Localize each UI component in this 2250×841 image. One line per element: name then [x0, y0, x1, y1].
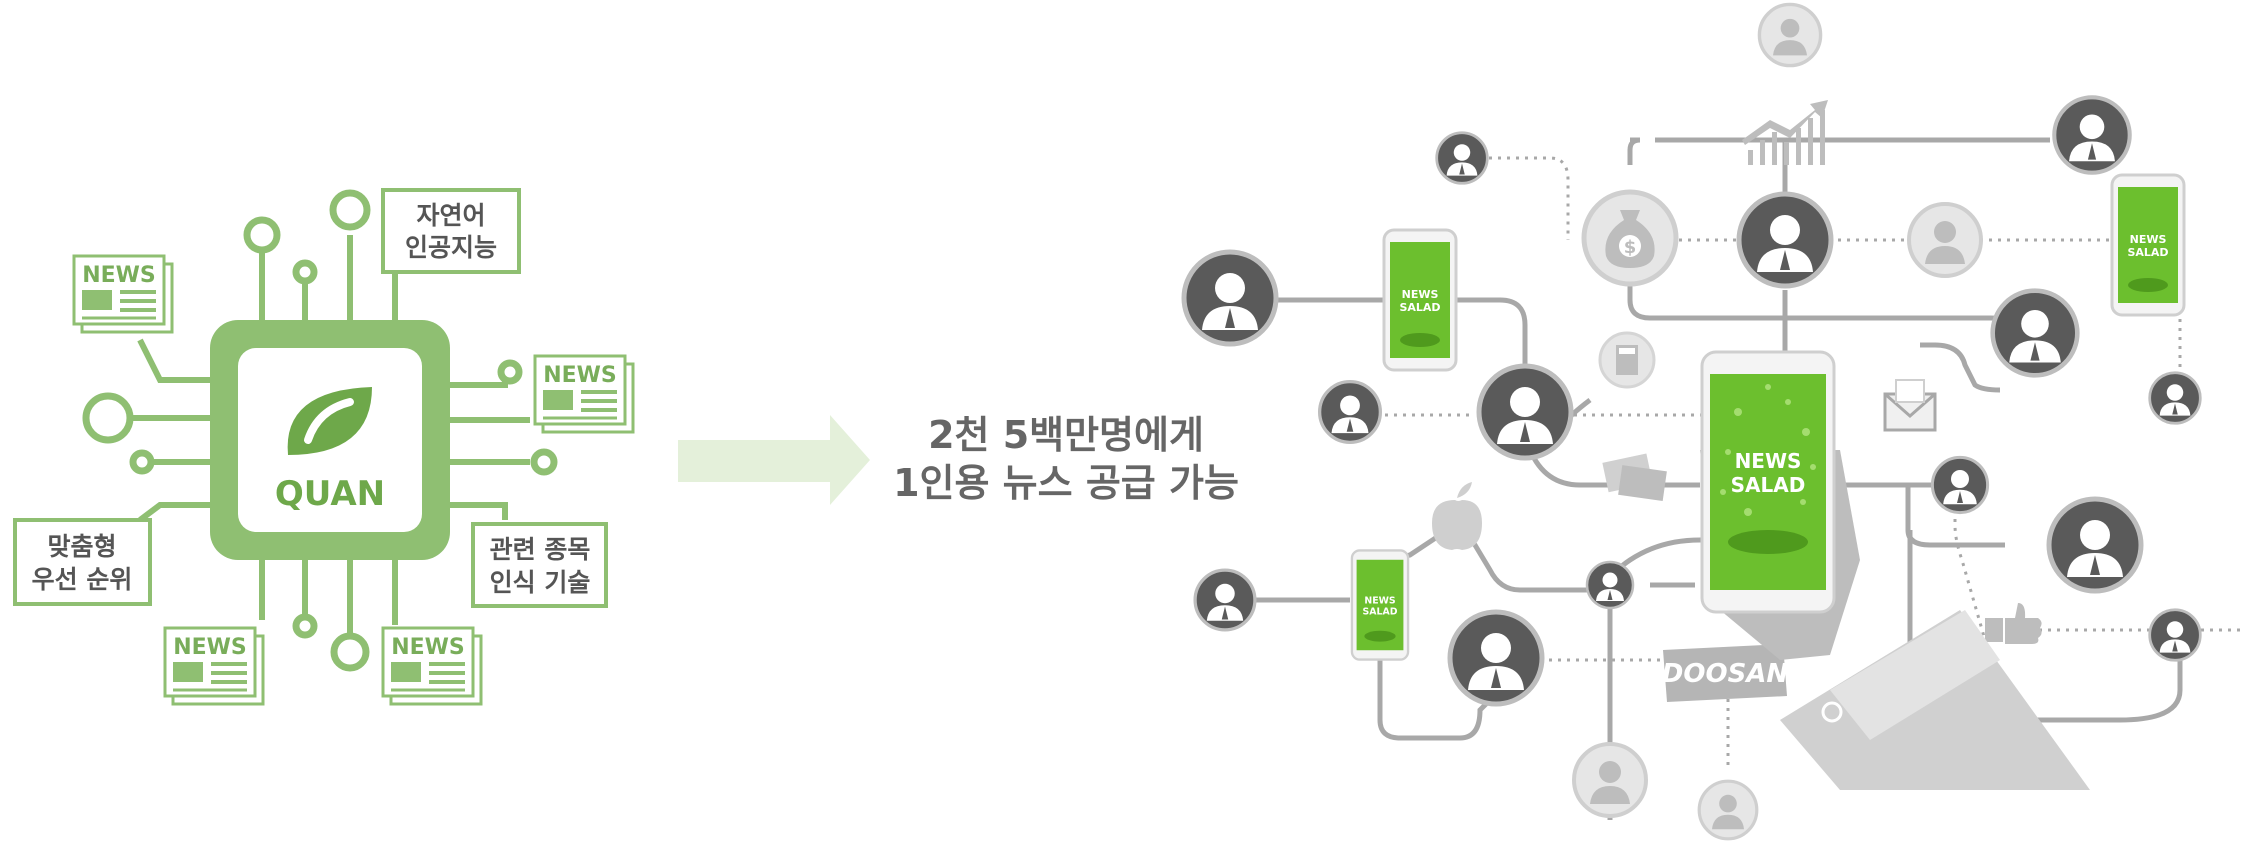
svg-text:SALAD: SALAD [2127, 246, 2168, 259]
newspaper-label: NEWS [391, 635, 465, 660]
growth-chart-icon [1742, 100, 1828, 165]
person-avatar-icon [1993, 291, 2078, 376]
person-avatar-icon [2148, 371, 2202, 425]
main-phone-icon: NEWS SALAD [1700, 350, 1836, 614]
svg-text:SALAD: SALAD [1363, 606, 1398, 617]
person-avatar-icon [1450, 612, 1542, 704]
person-avatar-icon [1572, 742, 1648, 818]
svg-text:NEWS: NEWS [1364, 595, 1396, 606]
label-box-stock-recognition: 관련 종목 인식 기술 [471, 522, 608, 608]
person-avatar-icon [1317, 379, 1383, 445]
person-avatar-icon [2054, 97, 2129, 172]
person-avatar-icon [1184, 252, 1276, 344]
main-phone-brand-top: NEWS [1735, 449, 1802, 473]
leaf-logo-icon [287, 387, 372, 455]
svg-text:인식 기술: 인식 기술 [490, 568, 591, 597]
cards-icon [1602, 453, 1667, 502]
thumbs-up-icon [1985, 603, 2042, 644]
headline-line-2: 1인용 뉴스 공급 가능 [893, 461, 1239, 505]
doosan-sign: DOOSAN [1662, 644, 1789, 702]
circuit-nodes [82, 189, 558, 672]
chip-label: QUAN [275, 474, 385, 514]
svg-text:인공지능: 인공지능 [405, 233, 497, 262]
main-phone-brand-bottom: SALAD [1731, 473, 1806, 497]
newspaper-label: NEWS [543, 363, 617, 388]
svg-text:우선 순위: 우선 순위 [32, 565, 133, 594]
envelope-icon [1883, 379, 1937, 432]
person-avatar-icon [1479, 366, 1571, 458]
svg-text:NEWS: NEWS [1402, 288, 1439, 301]
ai-chip-graphic: QUAN [82, 189, 558, 672]
network-graphic: $ DOOSA [1184, 2, 2240, 841]
newspaper-icon: NEWS [163, 626, 265, 706]
person-avatar-icon [1757, 2, 1823, 68]
newspaper-icon: NEWS [381, 626, 483, 706]
network-dotted-connectors [1385, 156, 2240, 770]
person-avatar-icon [1193, 568, 1257, 632]
newspaper-label: NEWS [173, 635, 247, 660]
person-avatar-icon [1907, 202, 1983, 278]
money-bag-icon: $ [1581, 189, 1679, 287]
person-avatar-icon [1435, 131, 1489, 185]
headline-line-1: 2천 5백만명에게 [928, 413, 1204, 457]
person-avatar-icon [1930, 455, 1990, 515]
newspaper-icon: NEWS [72, 254, 174, 334]
small-phone-icon: NEWS SALAD [2110, 173, 2186, 317]
newspaper-label: NEWS [82, 263, 156, 288]
newspaper-icon: NEWS [533, 354, 635, 434]
person-avatar-icon [2148, 608, 2202, 662]
small-phone-icon: NEWS SALAD [1382, 228, 1458, 372]
svg-text:관련 종목: 관련 종목 [490, 535, 591, 564]
person-avatar-icon [1697, 779, 1759, 841]
calculator-icon [1598, 331, 1656, 389]
circuit-traces [130, 235, 530, 640]
person-avatar-icon [1585, 560, 1635, 610]
doosan-label: DOOSAN [1662, 659, 1789, 689]
label-box-custom-priority: 맞춤형 우선 순위 [13, 518, 152, 606]
svg-text:맞춤형: 맞춤형 [47, 532, 116, 561]
small-phone-icon: NEWS SALAD [1350, 549, 1410, 661]
person-avatar-icon [2049, 499, 2141, 591]
arrow-right-icon [678, 415, 870, 505]
svg-text:SALAD: SALAD [1399, 301, 1440, 314]
label-box-nlp-ai: 자연어 인공지능 [381, 188, 521, 274]
apple-logo-icon [1432, 482, 1482, 550]
money-symbol: $ [1624, 237, 1637, 258]
svg-text:NEWS: NEWS [2130, 233, 2167, 246]
person-avatar-icon [1739, 194, 1831, 286]
svg-text:자연어: 자연어 [416, 201, 485, 230]
